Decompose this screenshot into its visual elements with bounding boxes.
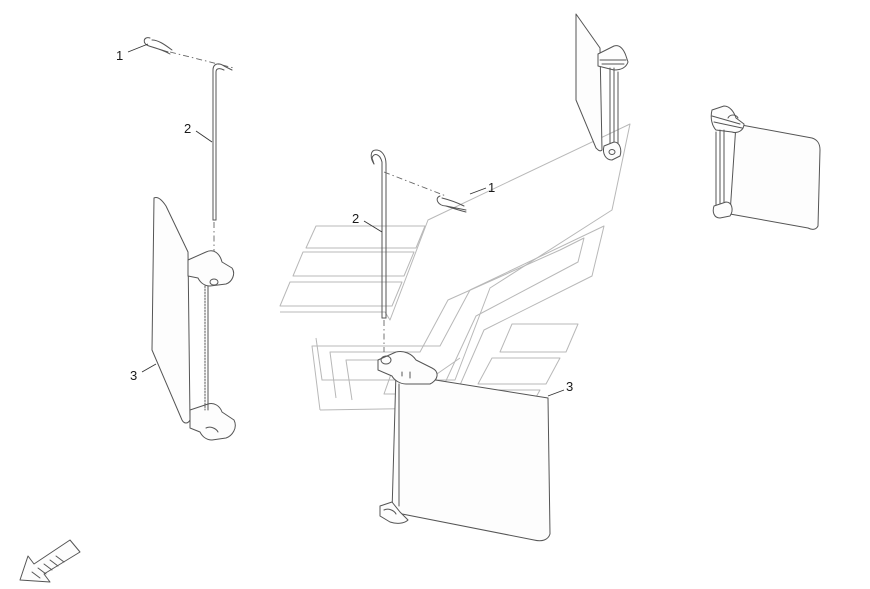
- center-pin-clip: [436, 195, 467, 213]
- machine-body-ghost: [279, 123, 631, 411]
- left-clip-leader: [127, 43, 149, 53]
- center-rod-leader: [363, 220, 383, 233]
- callout-center-panel: 3: [566, 379, 573, 394]
- left-panel: [151, 197, 236, 441]
- center-clip-axis-line: [383, 171, 447, 197]
- center-panel-leader: [547, 389, 565, 397]
- assembled-panel-view-right: [710, 105, 821, 230]
- callout-left-rod: 2: [184, 121, 191, 136]
- callout-center-rod: 2: [352, 211, 359, 226]
- arrow-down-left-icon: [19, 539, 81, 583]
- left-pin-clip: [143, 37, 173, 55]
- center-clip-leader: [469, 187, 487, 195]
- assembled-panel-view-top: [575, 13, 629, 161]
- left-rod: [212, 63, 233, 221]
- left-rod-leader: [195, 130, 213, 143]
- center-panel: [377, 351, 551, 542]
- left-panel-leader: [141, 363, 157, 373]
- callout-center-pin-clip: 1: [488, 180, 495, 195]
- left-clip-axis-line: [169, 51, 235, 69]
- callout-left-pin-clip: 1: [116, 48, 123, 63]
- callout-left-panel: 3: [130, 368, 137, 383]
- center-rod: [370, 149, 387, 319]
